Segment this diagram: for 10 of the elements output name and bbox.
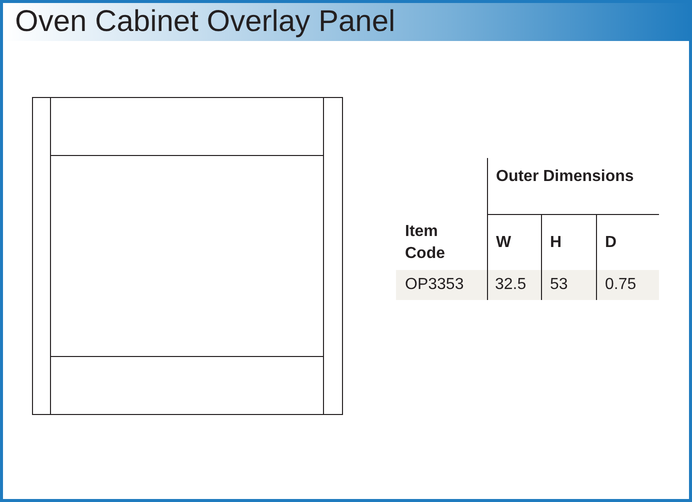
table-cell-text: 0.75 bbox=[605, 275, 636, 295]
column-header: Item Code bbox=[405, 222, 446, 264]
page-title: Oven Cabinet Overlay Panel bbox=[15, 5, 396, 39]
column-header: D bbox=[605, 233, 617, 253]
table-cell-text: 53 bbox=[550, 275, 568, 295]
table-cell-text: OP3353 bbox=[405, 275, 464, 295]
column-header: W bbox=[496, 233, 512, 253]
column-header: H bbox=[550, 233, 562, 253]
column-header: Outer Dimensions bbox=[496, 167, 634, 187]
table-cell-text: 32.5 bbox=[495, 275, 526, 295]
